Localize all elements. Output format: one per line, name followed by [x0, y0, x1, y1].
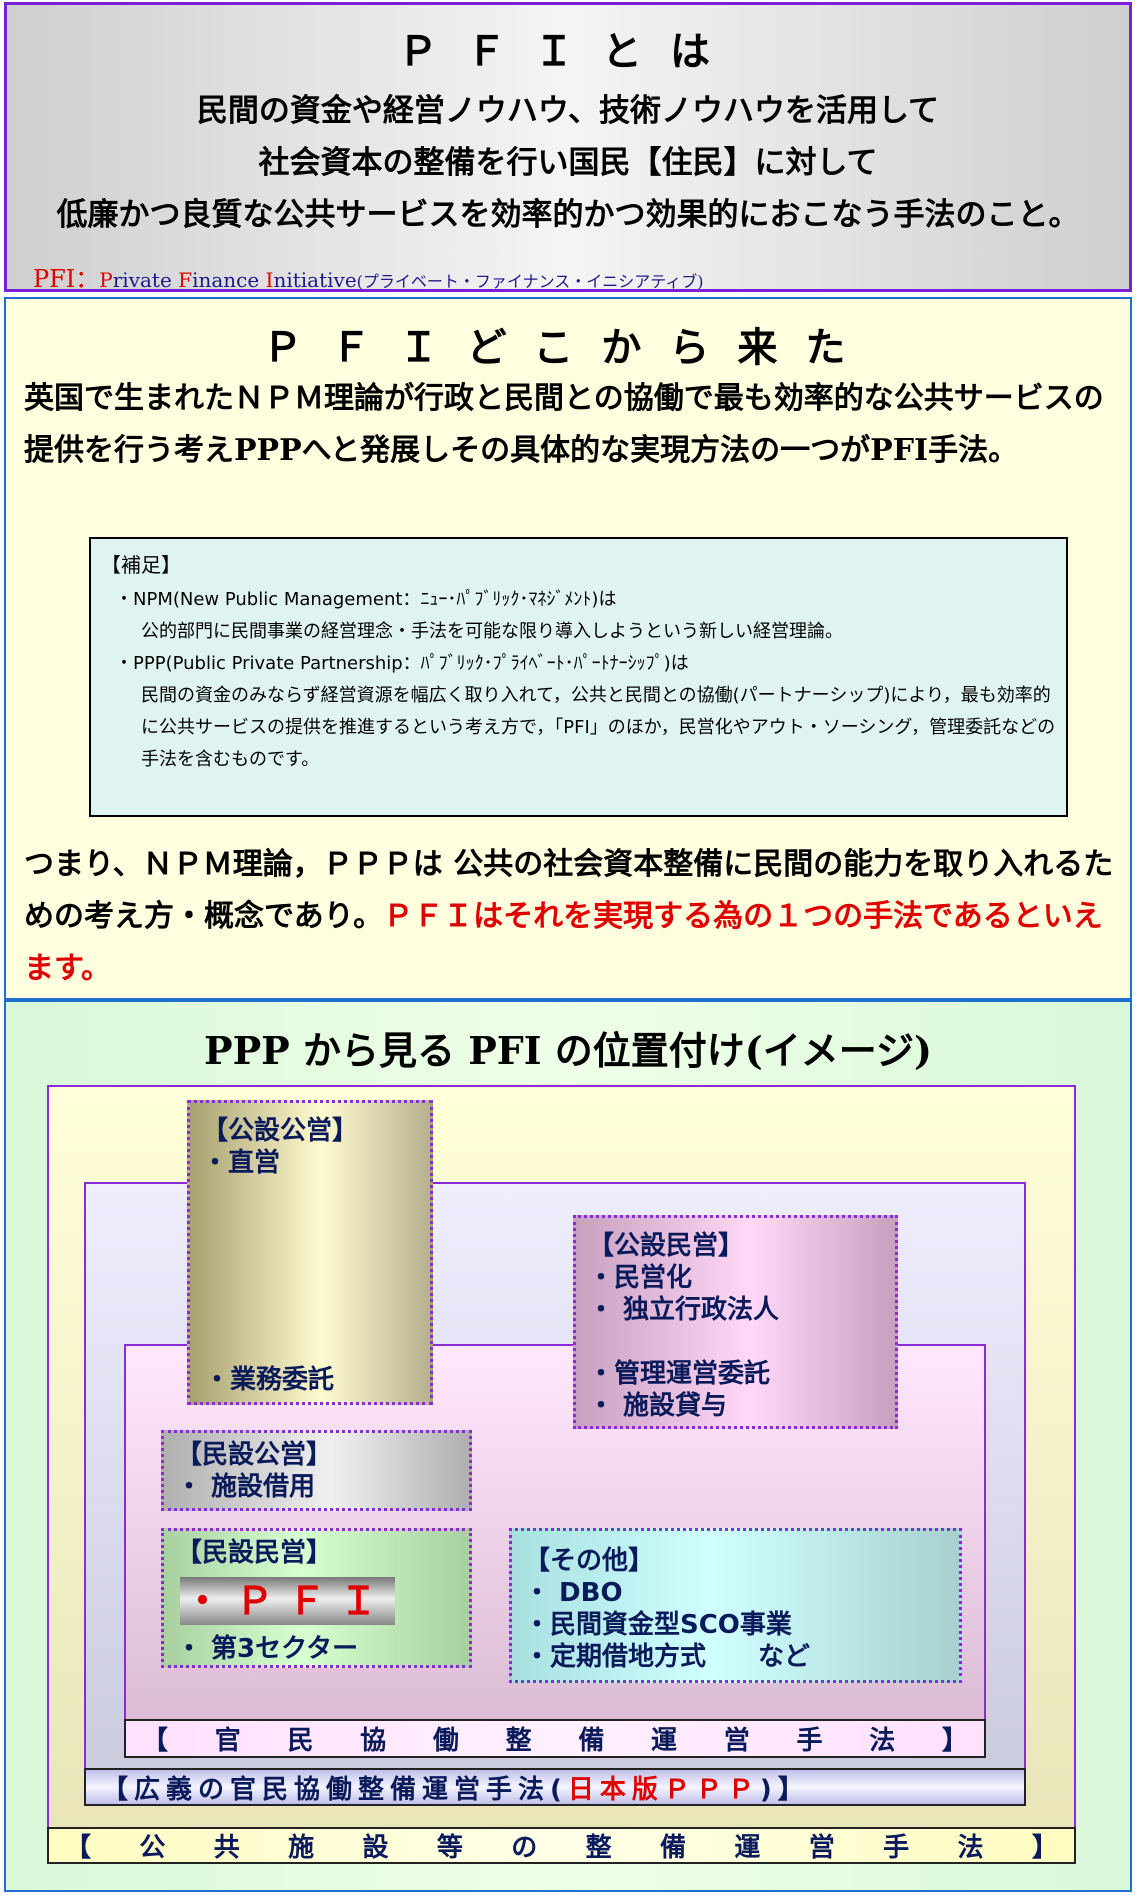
ppp-body: 民間の資金のみならず経営資源を幅広く取り入れて，公共と民間との協働(パートナーシ…: [141, 685, 1056, 770]
origin-paragraph: 英国で生まれたＮＰＭ理論が行政と民間との協働で最も効率的な公共サービスの提供を行…: [24, 381, 1104, 468]
box-heading: 【その他】: [524, 1546, 655, 1576]
abbr-word: nitiative: [273, 268, 357, 292]
bar-char: の: [511, 1833, 538, 1863]
supplement-heading: 【補足】: [101, 553, 181, 577]
bar-char: 官: [214, 1726, 241, 1756]
box-item: ・直営: [202, 1148, 281, 1178]
abbr-word: rivate: [112, 268, 179, 292]
bar-char: 営: [808, 1833, 835, 1863]
bar-char: 公: [139, 1833, 166, 1863]
box-item: ・ 施設借用: [176, 1472, 316, 1502]
bar-char: 共: [213, 1833, 240, 1863]
bar-char: 設: [362, 1833, 389, 1863]
other-methods-box: 【その他】 ・ DBO ・民間資金型SCO事業 ・定期借地方式 など: [509, 1528, 962, 1683]
definition-line: 民間の資金や経営ノウハウ、技術ノウハウを活用して: [196, 93, 940, 129]
bar-char: 備: [660, 1833, 687, 1863]
box-item: ・民間資金型SCO事業: [524, 1610, 792, 1640]
section-title: ＰＦＩとは: [398, 28, 738, 75]
bar-char: 協: [360, 1726, 387, 1756]
pfi-origin-section: ＰＦＩどこから来た 英国で生まれたＮＰＭ理論が行政と民間との協働で最も効率的な公…: [4, 297, 1132, 1000]
box-item: ・民営化: [588, 1263, 693, 1293]
bar-char: 等: [436, 1833, 463, 1863]
abbr-word: inance: [192, 268, 266, 292]
npm-body: 公的部門に民間事業の経営理念・手法を可能な限り導入しようという新しい経営理論。: [141, 621, 843, 642]
minsetsu-minei-box: 【民設民営】 ・ＰＦＩ ・ 第3セクター: [161, 1528, 472, 1668]
definition-line: 低廉かつ良質な公共サービスを効率的かつ効果的におこなう手法のこと。: [56, 197, 1080, 233]
bar-char: 】: [1031, 1833, 1058, 1863]
bar-highlight: 日本版ＰＰＰ: [567, 1774, 760, 1805]
public-facility-method-bar: 【 公 共 施 設 等 の 整 備 運 営 手 法 】: [47, 1827, 1076, 1864]
bar-char: 運: [734, 1833, 761, 1863]
bar-text: 【広義の官民協働整備運営手法(: [102, 1774, 568, 1805]
ppp-title: ・PPP(Public Private Partnership：ﾊﾟﾌﾞﾘｯｸ･…: [115, 653, 689, 674]
conclusion-text: つまり、ＮＰＭ理論，ＰＰＰは 公共の社会資本整備に民間の能力を取り入れるための考…: [24, 847, 1114, 934]
npm-title: ・NPM(New Public Management：ﾆｭｰ･ﾊﾟﾌﾞﾘｯｸ･ﾏ…: [115, 589, 617, 610]
bar-char: 施: [288, 1833, 315, 1863]
bar-char: 働: [432, 1726, 459, 1756]
bar-char: 法: [869, 1726, 896, 1756]
pfi-abbreviation: PFI：Private Finance Initiative(プライベート・ファ…: [33, 259, 704, 294]
supplement-box: 【補足】 ・NPM(New Public Management：ﾆｭｰ･ﾊﾟﾌﾞ…: [89, 537, 1068, 817]
public-private-method-bar: 【 官 民 協 働 整 備 運 営 手 法 】: [124, 1719, 986, 1758]
box-item: ・ DBO: [524, 1578, 623, 1608]
kosetsu-minei-box: 【公設民営】 ・民営化 ・ 独立行政法人 ・管理運営委託 ・ 施設貸与: [573, 1215, 898, 1429]
bar-char: 営: [723, 1726, 750, 1756]
bar-char: 【: [142, 1726, 169, 1756]
bar-char: 民: [287, 1726, 314, 1756]
conclusion-paragraph: つまり、ＮＰＭ理論，ＰＰＰは 公共の社会資本整備に民間の能力を取り入れるための考…: [24, 839, 1116, 995]
bar-text: )】: [759, 1774, 810, 1805]
abbr-kana: (プライベート・ファイナンス・イニシアティブ): [356, 272, 704, 291]
pfi-definition-section: ＰＦＩとは 民間の資金や経営ノウハウ、技術ノウハウを活用して 社会資本の整備を行…: [4, 2, 1132, 294]
box-heading: 【民設公営】: [176, 1440, 333, 1470]
pfi-label: ・ＰＦＩ: [180, 1577, 395, 1625]
bar-char: 備: [578, 1726, 605, 1756]
broad-ppp-bar: 【広義の官民協働整備運営手法(日本版ＰＰＰ)】: [84, 1768, 1026, 1806]
bar-char: 整: [505, 1726, 532, 1756]
section-title: ＰＦＩどこから来た: [262, 324, 874, 371]
box-heading: 【公設民営】: [588, 1231, 745, 1261]
abbr-letter: I: [265, 268, 274, 292]
ppp-diagram-section: PPP から見る PFI の位置付け(イメージ) 【公設公営】 ・直営 ・業務委…: [4, 1000, 1132, 1892]
conclusion-highlight: ＰＦＩはそれを実現する為の１つの手法であるといえます。: [24, 899, 1103, 986]
bar-char: 】: [941, 1726, 968, 1756]
diagram-title: PPP から見る PFI の位置付け(イメージ): [204, 1028, 932, 1073]
box-item: ・ 独立行政法人: [588, 1295, 780, 1325]
box-item: ・定期借地方式 など: [524, 1642, 811, 1672]
box-item: ・管理運営委託: [588, 1359, 771, 1389]
box-heading: 【公設公営】: [202, 1116, 359, 1146]
box-item: ・ 施設貸与: [588, 1391, 728, 1421]
box-item: ・業務委託: [204, 1365, 335, 1395]
bar-char: 整: [585, 1833, 612, 1863]
bar-char: 手: [883, 1833, 910, 1863]
bar-char: 【: [65, 1833, 92, 1863]
abbr-letter: P: [99, 268, 113, 292]
abbr-letter: F: [178, 268, 193, 292]
bar-char: 運: [651, 1726, 678, 1756]
bar-char: 手: [796, 1726, 823, 1756]
bar-char: 法: [957, 1833, 984, 1863]
minsetsu-koei-box: 【民設公営】 ・ 施設借用: [161, 1430, 472, 1511]
kosetsu-koei-box: 【公設公営】 ・直営 ・業務委託: [187, 1100, 433, 1405]
box-heading: 【民設民営】: [176, 1538, 333, 1568]
abbr-label: PFI：: [33, 265, 100, 293]
box-item: ・ 第3セクター: [176, 1634, 359, 1664]
definition-line: 社会資本の整備を行い国民【住民】に対して: [258, 145, 878, 181]
